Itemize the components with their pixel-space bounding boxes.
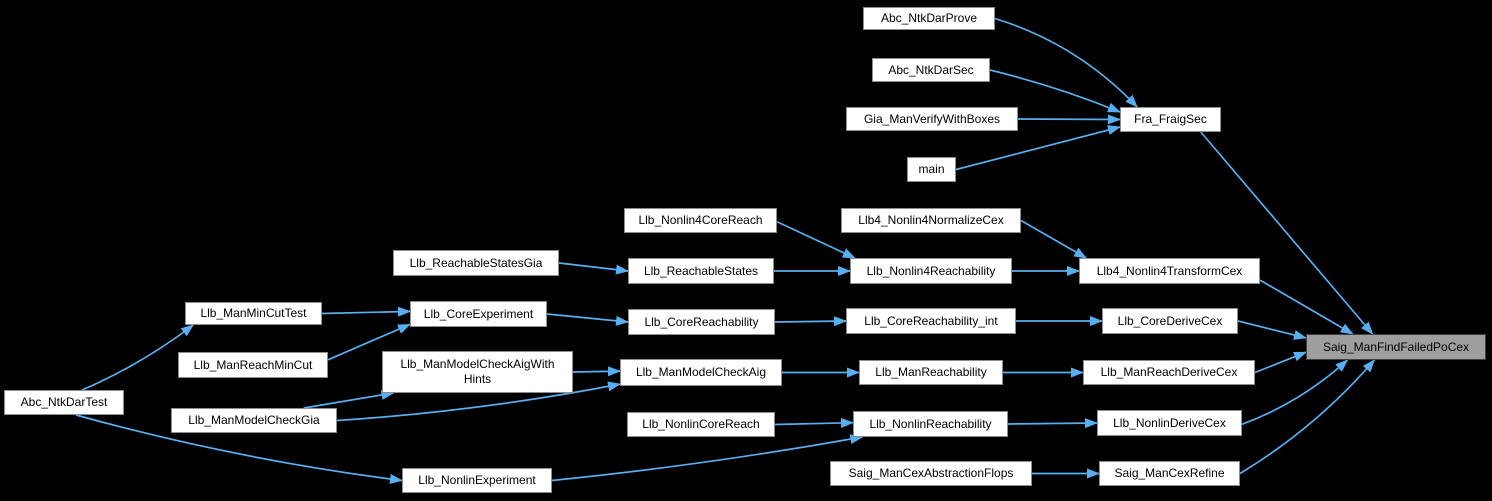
edge-llb_nonlinderivecex-to-saig_manfindfailedpocex [1241,359,1349,426]
graph-node-llb_nonlinreachability[interactable]: Llb_NonlinReachability [853,411,1008,437]
graph-node-llb_manmodelcheckaig[interactable]: Llb_ManModelCheckAig [620,359,782,386]
edge-saig_mancexrefine-to-saig_manfindfailedpocex [1239,359,1376,475]
edge-llb_corereachability-to-llb_corereachability_int [774,316,847,327]
graph-node-llb_nonlinderivecex[interactable]: Llb_NonlinDeriveCex [1097,410,1242,436]
edge-main-to-fra_fraigsec [955,125,1121,171]
edge-abc_ntkdartest-to-llb_manmincuttest [81,324,195,391]
edge-llb_manreachmincut-to-llb_coreexperiment [327,323,411,361]
graph-node-abc_ntkdarprove[interactable]: Abc_NtkDarProve [863,7,995,30]
graph-node-llb_nonlin4reachability[interactable]: Llb_Nonlin4Reachability [850,258,1012,284]
graph-node-abc_ntkdarsec[interactable]: Abc_NtkDarSec [872,58,990,82]
edge-llb4_nonlin4normalizecex-to-llb4_nonlin4transformcex [1020,219,1088,259]
edge-llb_coreexperiment-to-llb_corereachability [546,313,629,326]
graph-node-llb_nonlincorereach[interactable]: Llb_NonlinCoreReach [627,412,775,437]
graph-node-llb_nonlinexperiment[interactable]: Llb_NonlinExperiment [402,468,552,493]
edge-abc_ntkdarprove-to-fra_fraigsec [994,17,1138,108]
graph-node-fra_fraigsec[interactable]: Fra_FraigSec [1120,107,1221,132]
graph-node-saig_mancexabstractionflops[interactable]: Saig_ManCexAbstractionFlops [830,461,1032,486]
edge-gia_manverifywithboxes-to-fra_fraigsec [1017,114,1121,125]
edge-abc_ntkdartest-to-llb_nonlinexperiment [75,414,403,484]
edge-llb_manmincuttest-to-llb_coreexperiment [321,306,411,317]
graph-node-llb_manmodelcheckgia[interactable]: Llb_ManModelCheckGia [171,408,337,433]
edge-group [75,17,1376,484]
edge-llb_nonlin4corereach-to-llb_nonlin4reachability [776,220,856,259]
graph-node-llb4_nonlin4normalizecex[interactable]: Llb4_Nonlin4NormalizeCex [841,208,1021,233]
graph-node-llb4_nonlin4transformcex[interactable]: Llb4_Nonlin4TransformCex [1079,258,1260,284]
edge-llb_nonlinexperiment-to-llb_nonlinreachability [551,434,864,482]
graph-node-llb_manreachability[interactable]: Llb_ManReachability [859,360,1003,385]
edge-llb4_nonlin4transformcex-to-saig_manfindfailedpocex [1259,279,1354,335]
edge-llb_manmodelcheckgia-to-llb_manmodelcheckaigwithhints [303,390,395,409]
graph-node-gia_manverifywithboxes[interactable]: Gia_ManVerifyWithBoxes [846,107,1018,131]
graph-node-llb_corereachability[interactable]: Llb_CoreReachability [628,309,775,335]
graph-node-abc_ntkdartest[interactable]: Abc_NtkDarTest [4,390,124,415]
graph-node-llb_manreachmincut[interactable]: Llb_ManReachMinCut [178,352,328,378]
edge-fra_fraigsec-to-saig_manfindfailedpocex [1200,131,1374,335]
graph-node-saig_mancexrefine[interactable]: Saig_ManCexRefine [1099,461,1240,486]
graph-node-llb_nonlin4corereach[interactable]: Llb_Nonlin4CoreReach [624,208,777,233]
edge-abc_ntkdarsec-to-fra_fraigsec [989,69,1121,113]
graph-node-saig_manfindfailedpocex: Saig_ManFindFailedPoCex [1306,334,1486,360]
graph-node-llb_reachablestatesgia[interactable]: Llb_ReachableStatesGia [393,250,559,276]
edge-llb_corederivecex-to-saig_manfindfailedpocex [1237,320,1307,340]
edge-llb_reachablestatesgia-to-llb_reachablestates [558,262,629,275]
edge-llb_manmodelcheckgia-to-llb_manmodelcheckaig [336,381,621,422]
graph-node-llb_coreexperiment[interactable]: Llb_CoreExperiment [410,301,547,327]
edge-llb_manmodelcheckaigwithhints-to-llb_manmodelcheckaig [572,366,621,377]
graph-node-llb_corereachability_int[interactable]: Llb_CoreReachability_int [846,308,1016,334]
edge-llb_nonlinreachability-to-llb_nonlinderivecex [1007,418,1098,429]
graph-node-llb_manmincuttest[interactable]: Llb_ManMinCutTest [185,302,322,325]
graph-node-llb_corederivecex[interactable]: Llb_CoreDeriveCex [1102,308,1238,334]
graph-node-llb_manreachderivecex[interactable]: Llb_ManReachDeriveCex [1083,360,1255,385]
edge-llb_nonlincorereach-to-llb_nonlinreachability [774,417,854,428]
graph-node-main[interactable]: main [907,157,956,182]
graph-node-llb_manmodelcheckaigwithhints[interactable]: Llb_ManModelCheckAigWith Hints [382,351,573,393]
graph-node-llb_reachablestates[interactable]: Llb_ReachableStates [628,258,774,284]
edge-llb_manreachderivecex-to-saig_manfindfailedpocex [1254,351,1307,374]
